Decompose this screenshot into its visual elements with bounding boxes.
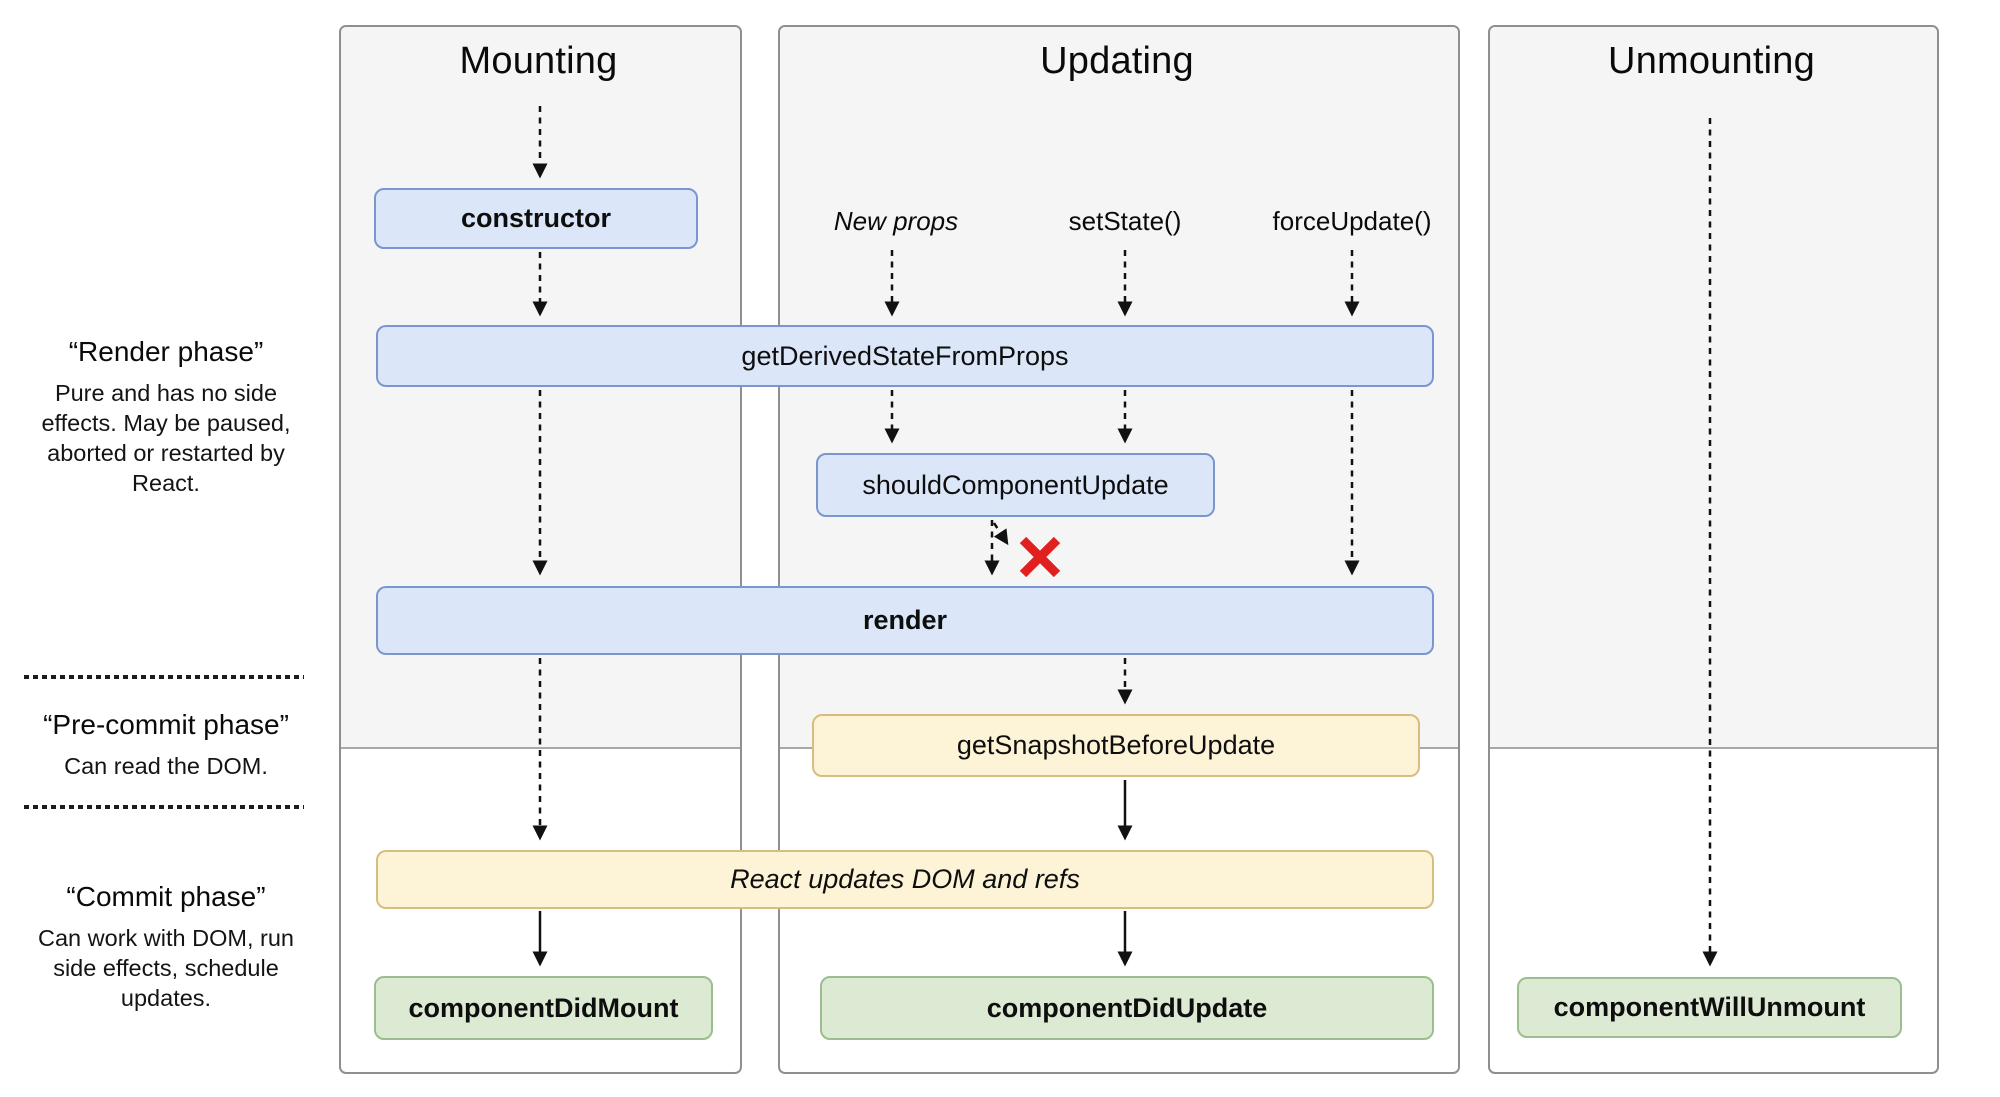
node-component-will-unmount: componentWillUnmount — [1517, 977, 1902, 1038]
node-react-updates-dom-and-refs: React updates DOM and refs — [376, 850, 1434, 909]
commit-phase-title: “Commit phase” — [66, 881, 266, 912]
pre-commit-phase-title: “Pre-commit phase” — [43, 709, 289, 740]
column-title-mounting: Mounting — [459, 40, 618, 82]
render-phase-description: Pure and has no side effects. May be pau… — [41, 380, 291, 496]
column-updating — [778, 25, 1460, 1074]
column-title-unmounting: Unmounting — [1608, 40, 1815, 82]
render-phase-note: “Render phase” Pure and has no side effe… — [20, 336, 312, 498]
phase-separator-bottom — [24, 805, 304, 809]
node-render: render — [376, 586, 1434, 655]
commit-phase-description: Can work with DOM, run side effects, sch… — [38, 925, 294, 1011]
commit-phase-note: “Commit phase” Can work with DOM, run si… — [20, 881, 312, 1013]
pre-commit-phase-description: Can read the DOM. — [64, 753, 268, 779]
trigger-force-update: forceUpdate() — [1272, 206, 1432, 236]
column-mounting — [339, 25, 742, 1074]
node-component-did-mount: componentDidMount — [374, 976, 713, 1040]
node-get-derived-state-from-props: getDerivedStateFromProps — [376, 325, 1434, 387]
node-component-did-update: componentDidUpdate — [820, 976, 1434, 1040]
node-should-component-update: shouldComponentUpdate — [816, 453, 1215, 517]
render-phase-background-unmounting — [1490, 27, 1937, 749]
trigger-new-props: New props — [833, 206, 959, 236]
pre-commit-phase-note: “Pre-commit phase” Can read the DOM. — [20, 709, 312, 781]
phase-separator-top — [24, 675, 304, 679]
column-unmounting — [1488, 25, 1939, 1074]
trigger-set-state: setState() — [1068, 206, 1182, 236]
column-title-updating: Updating — [1040, 40, 1194, 82]
node-get-snapshot-before-update: getSnapshotBeforeUpdate — [812, 714, 1420, 777]
render-phase-title: “Render phase” — [68, 336, 264, 367]
node-constructor: constructor — [374, 188, 698, 249]
